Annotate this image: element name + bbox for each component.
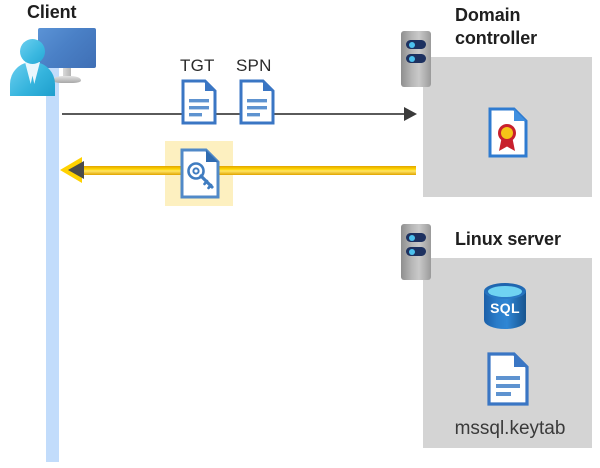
tgt-label: TGT xyxy=(180,56,215,75)
sql-label: SQL xyxy=(490,300,520,316)
client-computer-icon xyxy=(8,26,103,96)
request-arrow-head-icon xyxy=(404,107,417,121)
spn-document-icon xyxy=(239,79,275,125)
request-arrow-line xyxy=(62,113,415,115)
monitor-screen-icon xyxy=(38,28,96,68)
response-arrow-line xyxy=(72,166,416,175)
response-arrow-head-inner-icon xyxy=(68,161,84,179)
rack-led-top-icon xyxy=(409,234,415,241)
rack-bar-bottom xyxy=(406,54,426,63)
rack-led-bottom-icon xyxy=(409,55,415,62)
monitor-stand-icon xyxy=(63,68,71,78)
sql-database-icon: SQL xyxy=(484,283,526,335)
key-document-icon xyxy=(180,148,220,199)
monitor-base-icon xyxy=(53,76,81,83)
tgt-document-icon xyxy=(181,79,217,125)
keytab-filename-label: mssql.keytab xyxy=(454,418,566,439)
client-lifeline xyxy=(46,68,59,462)
person-head-icon xyxy=(20,39,45,64)
spn-label: SPN xyxy=(236,56,272,75)
certificate-document-icon xyxy=(488,107,528,158)
linux-server-title: Linux server xyxy=(455,229,561,249)
keytab-document-icon xyxy=(487,352,529,406)
rack-led-top-icon xyxy=(409,41,415,48)
rack-bar-top xyxy=(406,233,426,242)
domain-controller-title: Domain controller xyxy=(455,5,538,48)
rack-bar-bottom xyxy=(406,247,426,256)
sql-cylinder-top-inner xyxy=(488,285,522,297)
rack-led-bottom-icon xyxy=(409,248,415,255)
rack-bar-top xyxy=(406,40,426,49)
client-title: Client xyxy=(27,2,77,22)
